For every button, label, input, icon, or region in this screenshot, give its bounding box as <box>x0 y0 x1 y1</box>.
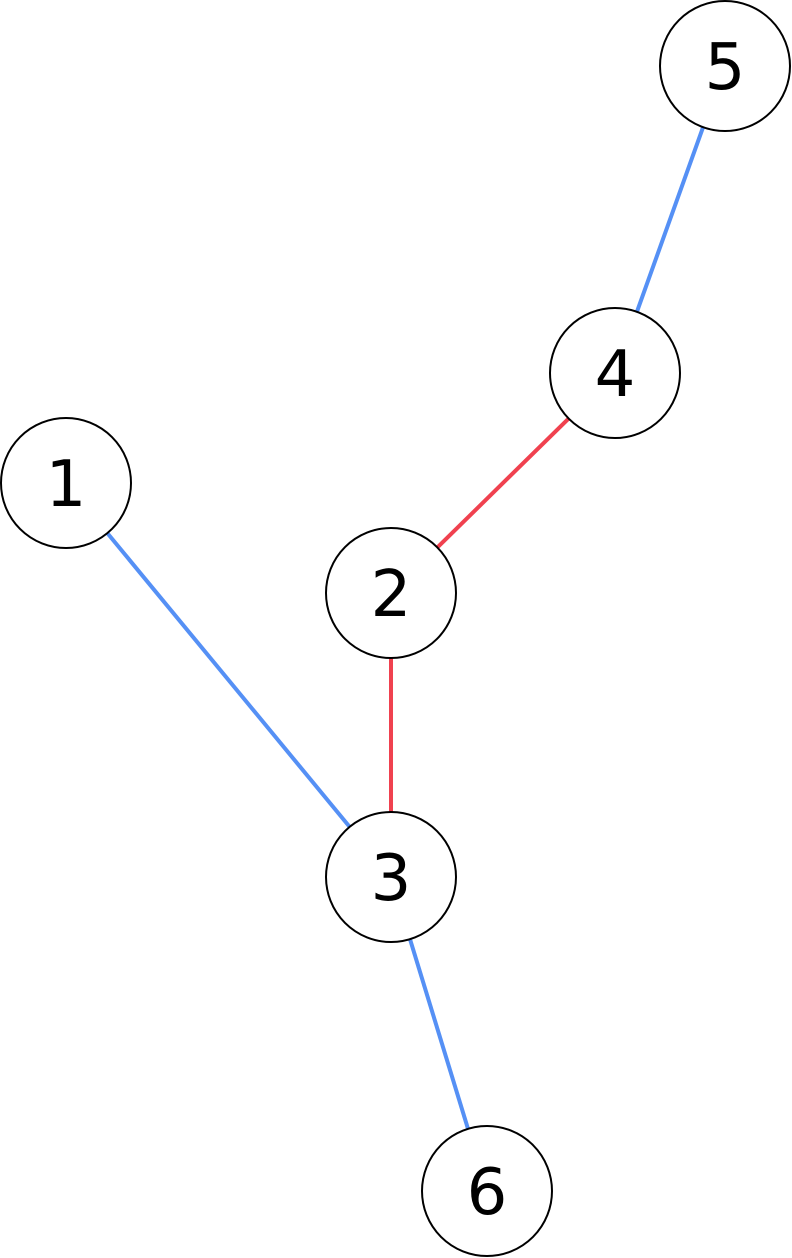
node-label: 6 <box>467 1156 508 1230</box>
node-circle <box>659 0 791 132</box>
node-1: 1 <box>0 417 132 549</box>
edge-4-5 <box>635 126 705 313</box>
edge-2-4 <box>435 417 571 549</box>
node-5: 5 <box>659 0 791 132</box>
node-label: 4 <box>595 338 636 412</box>
node-circle <box>421 1125 553 1257</box>
node-2: 2 <box>325 527 457 659</box>
edges-layer <box>105 126 705 1130</box>
node-circle <box>549 307 681 439</box>
node-3: 3 <box>325 811 457 943</box>
node-label: 1 <box>46 448 87 522</box>
node-circle <box>0 417 132 549</box>
node-label: 5 <box>705 31 746 105</box>
node-circle <box>325 811 457 943</box>
node-label: 3 <box>371 842 412 916</box>
edge-3-6 <box>408 938 470 1130</box>
node-label: 2 <box>371 558 412 632</box>
node-4: 4 <box>549 307 681 439</box>
node-circle <box>325 527 457 659</box>
node-6: 6 <box>421 1125 553 1257</box>
edge-1-3 <box>105 531 352 829</box>
